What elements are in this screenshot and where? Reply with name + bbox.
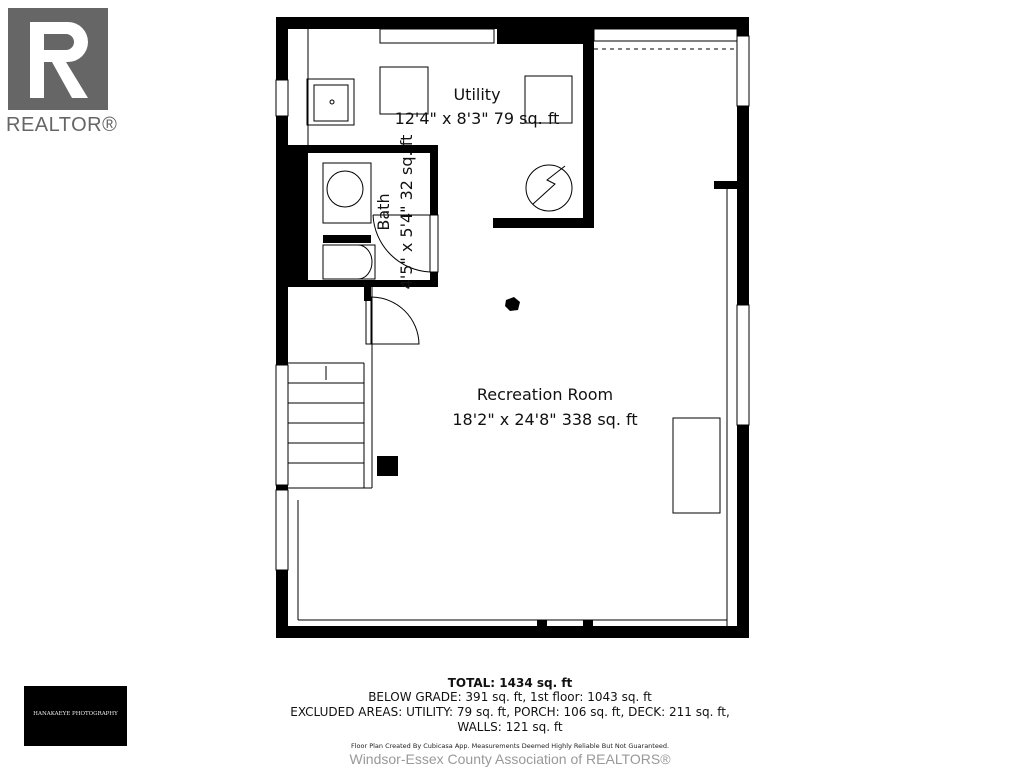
area-breakdown: BELOW GRADE: 391 sq. ft, 1st floor: 1043… (368, 690, 652, 704)
recreation-room-dimensions: 18'2" x 24'8" 338 sq. ft (452, 410, 637, 429)
photographer-logo: HANAKAEYE PHOTOGRAPHY (24, 686, 127, 746)
excluded-areas: EXCLUDED AREAS: UTILITY: 79 sq. ft, PORC… (290, 705, 730, 719)
bath-dimensions: 4'5" x 5'4" 32 sq. ft (397, 135, 416, 290)
realtor-logo (8, 8, 108, 110)
utility-name: Utility (453, 85, 500, 104)
total-area: TOTAL: 1434 sq. ft (447, 676, 573, 690)
utility-dimensions: 12'4" x 8'3" 79 sq. ft (395, 109, 560, 128)
bath-name: Bath (374, 193, 393, 230)
floorplan-credit: Floor Plan Created By Cubicasa App. Meas… (350, 742, 670, 750)
association-watermark: Windsor-Essex County Association of REAL… (349, 751, 671, 767)
fixtures (288, 29, 737, 626)
windows (275, 28, 750, 571)
walls (276, 17, 749, 638)
photographer-logo-text: HANAKAEYE PHOTOGRAPHY (33, 711, 118, 717)
realtor-logo-text: REALTOR® (6, 114, 118, 136)
recreation-room-name: Recreation Room (477, 385, 613, 404)
walls-area: WALLS: 121 sq. ft (457, 720, 563, 734)
